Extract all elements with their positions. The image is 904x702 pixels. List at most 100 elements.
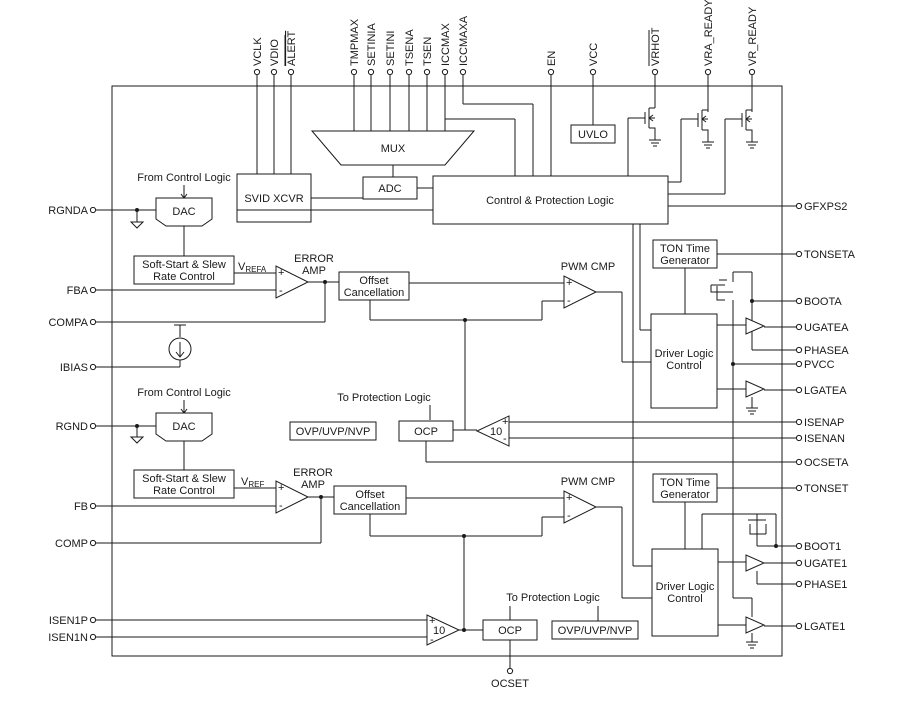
lgate1-pin <box>795 622 803 630</box>
vr-ready-pin <box>748 68 756 76</box>
boota-pin <box>795 297 803 305</box>
from-control-1: From Control Logic <box>137 387 231 399</box>
ugate1-pin <box>795 559 803 567</box>
driver-1-line1: Driver Logic <box>656 581 715 593</box>
control-logic-block <box>432 175 669 225</box>
gfxps2-label: GFXPS2 <box>804 201 847 213</box>
vdio-label: VDIO <box>269 39 281 66</box>
left-pin-group: RGNDA FBA COMPA IBIAS RGND FB COMP ISEN1… <box>48 205 97 644</box>
rgnd-label: RGND <box>56 421 88 433</box>
boot1-label: BOOT1 <box>804 541 841 553</box>
lgatea-label: LGATEA <box>804 385 847 397</box>
ovp-1-block <box>551 620 639 640</box>
ibias-pin <box>89 363 97 371</box>
tsen-pin <box>423 68 431 76</box>
error-1-label: ERROR <box>293 467 333 479</box>
vclk-label: VCLK <box>252 37 264 66</box>
rgnda-label: RGNDA <box>48 205 88 217</box>
fb-pin <box>89 502 97 510</box>
pwm-cmp-a <box>563 275 598 309</box>
ovp-a-label: OVP/UVP/NVP <box>296 426 371 438</box>
amp10-a <box>475 415 510 447</box>
ugate1-label: UGATE1 <box>804 558 847 570</box>
vra-ready-pin <box>704 68 712 76</box>
comp-pin <box>89 539 97 547</box>
rgnd-pin <box>89 422 97 430</box>
amp-1-label: AMP <box>301 479 325 491</box>
vclk-pin <box>253 68 261 76</box>
tonseta-label: TONSETA <box>804 249 856 261</box>
ton-1-line2: Generator <box>660 489 710 501</box>
compa-pin <box>89 318 97 326</box>
lgatea-buffer <box>745 380 766 398</box>
en-pin <box>547 68 555 76</box>
offset-1-line2: Cancellation <box>340 501 401 513</box>
fba-pin <box>89 286 97 294</box>
dac-a-block <box>155 197 213 227</box>
to-protection-a: To Protection Logic <box>337 392 431 404</box>
iccmax-pin <box>441 68 449 76</box>
tmpmax-label: TMPMAX <box>349 18 361 66</box>
vra-ready-label: VRA_READY <box>703 0 715 66</box>
amp10-a-gain: 10 <box>490 426 502 438</box>
en-label: EN <box>546 51 558 66</box>
dac-a-label: DAC <box>172 206 195 218</box>
setinia-pin <box>367 68 375 76</box>
pwm-a-minus: - <box>567 295 571 307</box>
offset-1-line1: Offset <box>355 489 384 501</box>
iccmaxa-label: ICCMAXA <box>458 15 470 66</box>
phasea-pin <box>795 346 803 354</box>
lgatea-pin <box>795 386 803 394</box>
channel-1: From Control Logic DAC Soft-Start & Slew… <box>96 224 796 649</box>
fb-label: FB <box>74 501 88 513</box>
from-control-a: From Control Logic <box>137 172 231 184</box>
ocp-1-label: OCP <box>498 625 522 637</box>
adc-label: ADC <box>378 183 401 195</box>
ocseta-label: OCSETA <box>804 457 849 469</box>
driver-1-block <box>651 548 719 637</box>
right-pin-group: GFXPS2 TONSETA BOOTA UGATEA PHASEA PVCC … <box>795 201 856 633</box>
channel-a: From Control Logic DAC Soft-Start & Slew… <box>96 172 796 430</box>
isen1n-pin <box>89 633 97 641</box>
iccmaxa-pin <box>459 68 467 76</box>
offset-a-line2: Cancellation <box>344 287 405 299</box>
vref-label: VREF <box>241 476 264 489</box>
uvlo-label: UVLO <box>578 129 608 141</box>
ibias-source <box>96 324 192 368</box>
dac-1-block <box>155 412 213 442</box>
amp10-a-minus: - <box>503 433 507 445</box>
isenan-pin <box>795 434 803 442</box>
comp-label: COMP <box>55 538 88 550</box>
phase1-label: PHASE1 <box>804 579 847 591</box>
vdio-pin <box>270 68 278 76</box>
ugate1-buffer <box>745 554 766 572</box>
ocp-a-label: OCP <box>414 426 438 438</box>
to-protection-1: To Protection Logic <box>506 592 600 604</box>
ocset-label: OCSET <box>491 678 529 690</box>
boot1-pin <box>795 542 803 550</box>
rgnda-pin <box>89 206 97 214</box>
setini-label: SETINI <box>385 31 397 66</box>
open-drain-transistors <box>627 97 758 195</box>
chip-outline <box>111 85 783 657</box>
setinia-label: SETINIA <box>366 23 378 66</box>
isenap-pin <box>795 418 803 426</box>
mux-block <box>310 130 476 166</box>
ton-a-line1: TON Time <box>660 243 710 255</box>
driver-1-line2: Control <box>667 593 702 605</box>
alert-pin <box>287 68 295 76</box>
compa-label: COMPA <box>48 317 88 329</box>
setini-pin <box>386 68 394 76</box>
vr-ready-label: VR_READY <box>747 6 759 66</box>
tonset-pin <box>795 484 803 492</box>
ovp-a-block <box>289 421 377 441</box>
error-a-label: ERROR <box>294 253 334 265</box>
boota-label: BOOTA <box>804 296 842 308</box>
softstart-a-block <box>133 255 235 285</box>
vcc-label: VCC <box>588 43 600 66</box>
pwm-cmp-1-label: PWM CMP <box>561 476 615 488</box>
iccmax-label: ICCMAX <box>440 23 452 66</box>
amp-1-plus: + <box>278 482 284 494</box>
softstart-1-line1: Soft-Start & Slew <box>142 473 226 485</box>
ton-1-block <box>652 473 718 503</box>
